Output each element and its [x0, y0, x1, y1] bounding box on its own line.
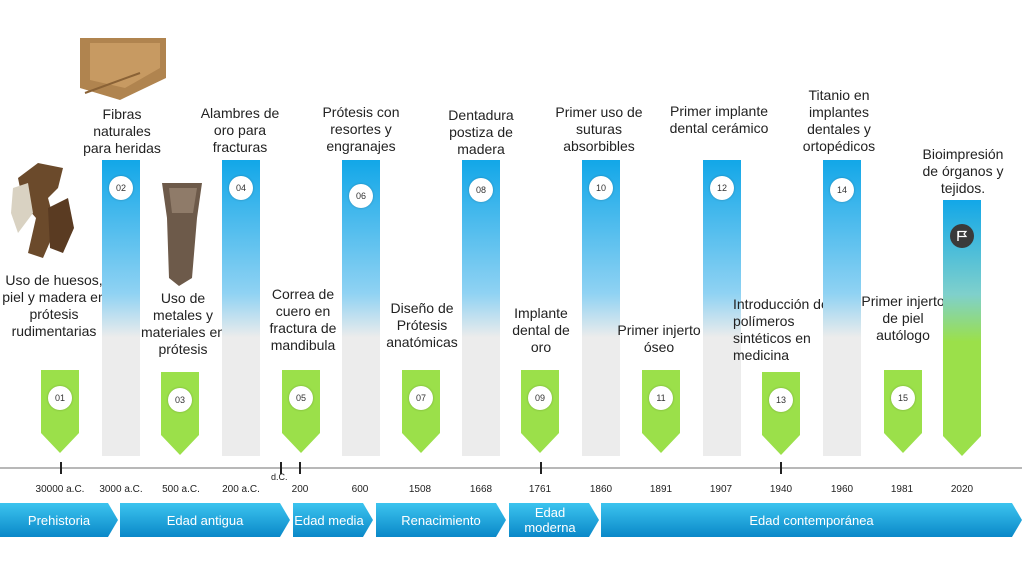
event-label: Primer injerto óseo [617, 322, 701, 355]
era-edad-antigua: Edad antigua [120, 503, 290, 537]
event-label: Introducción de polímeros sintéticos en … [733, 296, 829, 363]
event-label: Titanio en implantes dentales y ortopédi… [802, 87, 876, 154]
year-label: 500 a.C. [162, 484, 200, 495]
event-number: 14 [830, 178, 854, 202]
event-label: Dentadura postiza de madera [448, 107, 514, 157]
era-prehistoria: Prehistoria [0, 503, 118, 537]
era-edad-contemporanea: Edad contemporánea [601, 503, 1022, 537]
event-label: Prótesis con resortes y engranajes [322, 104, 400, 154]
event-number: 13 [769, 388, 793, 412]
era-edad-media: Edad media [293, 503, 373, 537]
year-label: 1761 [528, 484, 552, 495]
timeline-axis [0, 467, 1022, 469]
year-label: 1508 [408, 484, 432, 495]
axis-tick [299, 462, 301, 474]
year-label: 30000 a.C. [35, 484, 85, 495]
event-label: Alambres de oro para fracturas [200, 105, 280, 155]
axis-tick [280, 462, 282, 474]
event-number: 07 [409, 386, 433, 410]
event-number: 10 [589, 176, 613, 200]
event-number: 12 [710, 176, 734, 200]
year-label: 1860 [589, 484, 613, 495]
year-label: 1907 [709, 484, 733, 495]
leather-leg-prosthesis-image [162, 183, 202, 286]
axis-tick [540, 462, 542, 474]
event-number: 11 [649, 386, 673, 410]
year-label: 2020 [950, 484, 974, 495]
event-label: Primer injerto de piel autólogo [861, 293, 945, 343]
event-label: Diseño de Prótesis anatómicas [386, 300, 458, 350]
era-renacimiento: Renacimiento [376, 503, 506, 537]
year-label: 1891 [649, 484, 673, 495]
year-label: 600 [351, 484, 369, 495]
event-number: 15 [891, 386, 915, 410]
year-label: 1981 [890, 484, 914, 495]
era-edad-moderna: Edad moderna [509, 503, 599, 537]
event-label: Primer implante dental cerámico [669, 103, 769, 136]
event-label: Bioimpresión de órganos y tejidos. [922, 146, 1004, 196]
axis-tick [780, 462, 782, 474]
event-number: 01 [48, 386, 72, 410]
event-number: 06 [349, 184, 373, 208]
flag-icon [950, 224, 974, 248]
natural-fiber-image [80, 38, 166, 100]
event-label: Fibras naturales para heridas [83, 106, 161, 156]
event-label: Correa de cuero en fractura de mandibula [269, 286, 337, 353]
year-label: 1940 [769, 484, 793, 495]
event-number: 08 [469, 178, 493, 202]
event-number: 05 [289, 386, 313, 410]
year-label: 1960 [830, 484, 854, 495]
axis-tick [60, 462, 62, 474]
event-label: Implante dental de oro [512, 305, 570, 355]
dc-label: d.C. [271, 472, 288, 482]
bone-prosthesis-image [11, 163, 74, 258]
event-number: 02 [109, 176, 133, 200]
year-label: 200 a.C. [222, 484, 260, 495]
event-number: 09 [528, 386, 552, 410]
event-label: Uso de metales y materiales en prótesis [140, 290, 226, 357]
year-label: 3000 a.C. [99, 484, 143, 495]
year-label: 1668 [469, 484, 493, 495]
event-label: Uso de huesos, piel y madera en prótesis… [2, 272, 106, 339]
event-label: Primer uso de suturas absorbibles [555, 104, 643, 154]
event-number: 03 [168, 388, 192, 412]
event-number: 04 [229, 176, 253, 200]
year-label: 200 [291, 484, 309, 495]
